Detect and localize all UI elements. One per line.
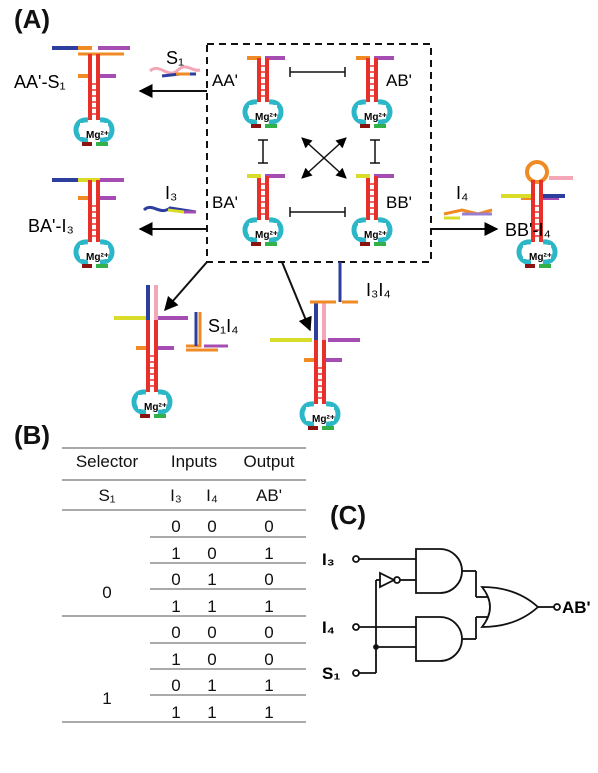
input-s1i4: S₁I₄ [208,316,238,336]
header-output: Output [243,452,295,471]
complex-bb-i4: Mg²⁺ [501,160,573,266]
svg-text:Mg²⁺: Mg²⁺ [312,414,335,425]
input-i3: I₃ [165,183,177,203]
panel-a-diagram: Mg²⁺ Mg²⁺ Mg²⁺ Mg²⁺ AA' AB' BA' BB' S₁ I… [14,43,573,430]
svg-text:Mg²⁺: Mg²⁺ [86,130,109,141]
table-row: 1 1 1 [62,700,306,726]
dashed-box [206,43,432,263]
inhibition-lines [258,67,380,217]
cell-output: 0 [264,570,274,589]
cell-s1: 0 [102,583,112,602]
label-ba-i3: BA'-I₃ [28,216,74,236]
state-aa: AA' [212,71,238,90]
table-row: 1 0 1 1 [62,673,306,708]
header-inputs: Inputs [170,452,218,471]
table-row: 0 0 0 [62,514,306,540]
col-i3: I₃ [170,486,182,505]
panel-a-label: (A) [14,4,51,34]
truth-table-lines [62,447,306,723]
label-bb-i4: BB'-I₄ [505,220,551,240]
panel-c-label: (C) [330,500,367,530]
input-s1: S₁ [166,48,184,68]
cell-output: 1 [264,676,274,695]
svg-text:Mg²⁺: Mg²⁺ [529,252,552,263]
cell-i3: 1 [171,543,181,563]
svg-text:Mg²⁺: Mg²⁺ [86,252,109,263]
gate-input-i4: I₄ [322,618,335,637]
cell-i3: 1 [171,649,181,669]
complex-ba: Mg²⁺ [245,176,285,244]
cell-i4: 1 [207,570,217,589]
cell-i4: 0 [207,649,217,669]
cell-i3: 0 [171,676,181,695]
panel-b-label: (B) [14,420,51,450]
svg-text:Mg²⁺: Mg²⁺ [364,230,387,241]
complex-ab: Mg²⁺ [354,58,394,126]
input-i4: I₄ [456,183,468,203]
table-row: 0 0 1 0 [62,567,306,602]
cell-output: 1 [264,596,274,616]
cell-i3: 1 [171,596,181,616]
cell-i4: 0 [207,543,217,563]
cell-i4: 1 [207,676,217,695]
cell-i3: 0 [171,570,181,589]
complex-i3i4: Mg²⁺ [270,302,360,428]
state-ba: BA' [212,193,238,212]
cell-i3: 1 [171,702,181,722]
cell-output: 0 [264,517,274,536]
input-i3i4: I₃I₄ [366,280,391,300]
col-s1: S₁ [98,486,116,505]
logic-circuit: I₃ I₄ S₁ AB' [322,548,591,683]
label-aa-s1: AA'-S₁ [14,72,66,92]
table-row: 1 0 1 [62,541,306,567]
cell-i4: 1 [207,702,217,722]
svg-text:Mg²⁺: Mg²⁺ [144,402,167,413]
cell-output: 1 [264,702,274,722]
cell-output: 0 [264,623,274,642]
gate-input-s1: S₁ [322,664,340,683]
col-output: AB' [256,486,282,505]
complex-bb: Mg²⁺ [354,176,394,244]
complex-s1i4: Mg²⁺ [114,285,188,416]
table-row: 0 0 0 [62,620,306,646]
complex-ba-i3: Mg²⁺ [52,178,124,266]
svg-text:Mg²⁺: Mg²⁺ [255,230,278,241]
gate-input-i3: I₃ [322,550,335,569]
gate-output: AB' [562,598,591,617]
complex-aa-s1: Mg²⁺ [52,46,130,144]
cell-i3: 0 [171,517,181,536]
complex-aa: Mg²⁺ [245,58,285,126]
cell-i4: 1 [207,596,217,616]
cell-s1: 1 [102,689,112,708]
cell-output: 0 [264,649,274,669]
header-selector: Selector [75,452,139,471]
cell-output: 1 [264,543,274,563]
state-ab: AB' [386,71,412,90]
cell-i4: 0 [207,623,217,642]
col-i4: I₄ [206,486,218,505]
svg-text:Mg²⁺: Mg²⁺ [364,112,387,123]
cell-i4: 0 [207,517,217,536]
state-bb: BB' [386,193,412,212]
table-row: 1 1 1 [62,594,306,620]
mg-label: Mg²⁺ [255,112,278,123]
table-row: 1 0 0 [62,647,306,673]
cell-i3: 0 [171,623,181,642]
